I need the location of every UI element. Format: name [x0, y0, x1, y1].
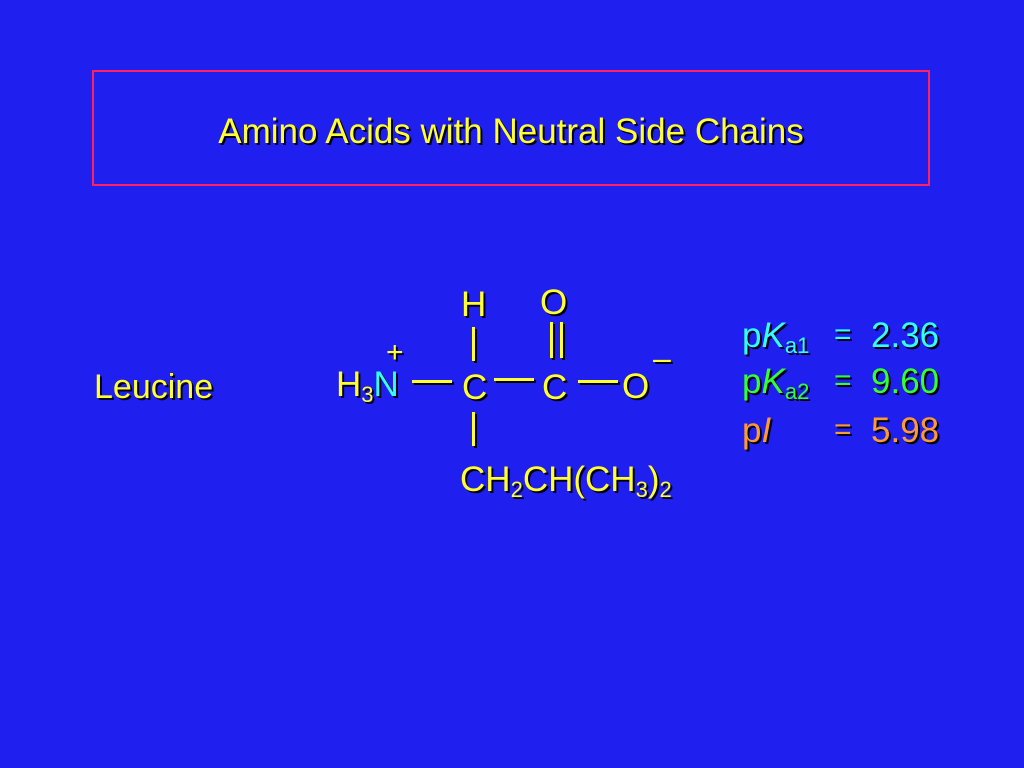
bond-c-c [494, 378, 534, 381]
pi-prefix: p [742, 411, 762, 450]
carboxylate-oxygen: O [622, 367, 650, 406]
minus-charge: – [653, 340, 671, 376]
amine-subscript: 3 [361, 382, 374, 407]
bond-c-h [472, 327, 475, 361]
alpha-hydrogen: H [461, 285, 487, 324]
carbonyl-carbon: C [542, 368, 568, 407]
side-chain: CH2CH(CH3)2 [460, 462, 672, 501]
pka1-prefix: p [742, 316, 762, 355]
carbonyl-oxygen: O [540, 283, 568, 322]
double-bond-left [550, 322, 553, 358]
side-chain-sub3: 2 [659, 477, 672, 502]
pi-value: 5.98 [871, 411, 940, 450]
pka1-subscript: a1 [784, 333, 810, 358]
double-bond-right [560, 322, 563, 358]
pka2-value: 9.60 [871, 362, 940, 401]
side-chain-ch: CH [460, 460, 511, 499]
pka2-prefix: p [742, 362, 762, 401]
compound-name: Leucine [94, 368, 214, 406]
slide-title: Amino Acids with Neutral Side Chains [218, 112, 804, 151]
pi-equals: = [834, 413, 852, 446]
bond-n-c [412, 380, 452, 383]
pka2-equals: = [834, 364, 852, 397]
bond-c-o [578, 380, 618, 383]
pka2-row: pKa2 [742, 364, 809, 403]
side-chain-close: ) [647, 460, 660, 499]
amine-group: H3N [336, 367, 399, 406]
pka1-row: pKa1 [742, 318, 809, 357]
pka1-value: 2.36 [871, 316, 940, 355]
pi-symbol: I [761, 411, 772, 450]
plus-charge: + [386, 336, 404, 369]
side-chain-sub1: 2 [510, 477, 523, 502]
title-box: Amino Acids with Neutral Side Chains [92, 70, 930, 186]
side-chain-ch2: CH(CH [522, 460, 636, 499]
amine-hydrogen: H [336, 365, 362, 404]
pka1-equals: = [834, 318, 852, 351]
pka2-symbol: K [761, 362, 785, 401]
bond-c-sidechain [472, 412, 475, 446]
pka1-symbol: K [761, 316, 785, 355]
amine-nitrogen: N [373, 365, 399, 404]
alpha-carbon: C [462, 368, 488, 407]
pka2-subscript: a2 [784, 379, 810, 404]
pi-row: pI [742, 413, 771, 448]
side-chain-sub2: 3 [635, 477, 648, 502]
